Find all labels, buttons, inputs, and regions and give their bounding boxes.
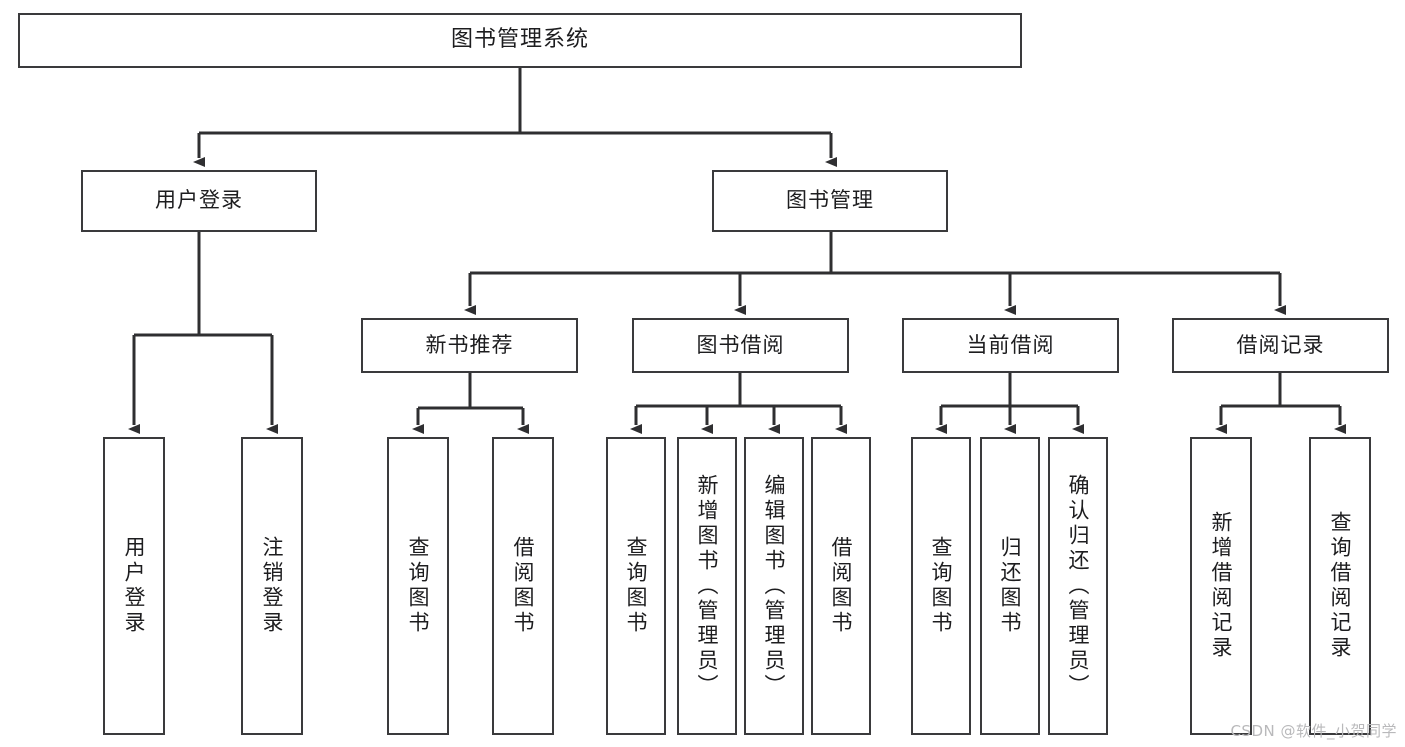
node-label: 查询图书 <box>624 536 649 636</box>
node-book-management[interactable]: 图书管理 <box>712 170 948 232</box>
node-book-borrow[interactable]: 图书借阅 <box>632 318 849 373</box>
leaf-query-book-borrow[interactable]: 查询图书 <box>606 437 666 735</box>
node-label: 新增图书（管理员） <box>695 473 720 699</box>
node-label: 归还图书 <box>998 536 1023 636</box>
leaf-add-book-admin[interactable]: 新增图书（管理员） <box>677 437 737 735</box>
leaf-borrow-book-recommend[interactable]: 借阅图书 <box>492 437 554 735</box>
node-root-book-management-system[interactable]: 图书管理系统 <box>18 13 1022 68</box>
node-label: 确认归还（管理员） <box>1066 473 1091 699</box>
leaf-add-borrow-record[interactable]: 新增借阅记录 <box>1190 437 1252 735</box>
node-label: 新增借阅记录 <box>1209 511 1234 661</box>
node-label: 查询图书 <box>929 536 954 636</box>
node-label: 查询借阅记录 <box>1328 511 1353 661</box>
leaf-return-book[interactable]: 归还图书 <box>980 437 1040 735</box>
leaf-edit-book-admin[interactable]: 编辑图书（管理员） <box>744 437 804 735</box>
leaf-query-book-recommend[interactable]: 查询图书 <box>387 437 449 735</box>
node-label: 用户登录 <box>155 188 243 213</box>
node-label: 当前借阅 <box>966 332 1055 357</box>
node-label: 注销登录 <box>260 536 285 636</box>
watermark-text: CSDN @软件_小贺同学 <box>1230 722 1397 740</box>
node-label: 图书借阅 <box>696 332 785 357</box>
node-label: 借阅图书 <box>829 536 854 636</box>
leaf-query-book-current[interactable]: 查询图书 <box>911 437 971 735</box>
node-label: 编辑图书（管理员） <box>762 473 787 699</box>
leaf-confirm-return-admin[interactable]: 确认归还（管理员） <box>1048 437 1108 735</box>
node-label: 图书管理系统 <box>450 27 589 53</box>
node-label: 借阅图书 <box>511 536 536 636</box>
node-label: 用户登录 <box>122 536 147 636</box>
node-label: 借阅记录 <box>1236 332 1325 357</box>
node-user-login[interactable]: 用户登录 <box>81 170 317 232</box>
leaf-query-borrow-record[interactable]: 查询借阅记录 <box>1309 437 1371 735</box>
node-current-borrow[interactable]: 当前借阅 <box>902 318 1119 373</box>
node-label: 查询图书 <box>406 536 431 636</box>
node-label: 图书管理 <box>786 188 874 213</box>
leaf-user-logout[interactable]: 注销登录 <box>241 437 303 735</box>
leaf-user-login[interactable]: 用户登录 <box>103 437 165 735</box>
node-borrow-record[interactable]: 借阅记录 <box>1172 318 1389 373</box>
node-new-book-recommend[interactable]: 新书推荐 <box>361 318 578 373</box>
node-label: 新书推荐 <box>425 332 514 357</box>
leaf-borrow-book-borrow[interactable]: 借阅图书 <box>811 437 871 735</box>
